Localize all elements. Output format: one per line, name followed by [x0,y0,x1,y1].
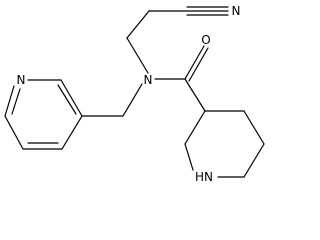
bond-n-ch2 [126,37,149,74]
bonds [4,6,265,178]
pyr-c6-c5 [4,115,24,150]
pip-n-c2 [184,143,194,171]
pyr-c3-c2-inner [57,84,77,115]
bond-ch2-ch2 [126,10,150,39]
pyr-n-c6 [4,85,15,117]
bond-n-benzyl [122,83,143,117]
bond-c-o-2 [188,47,209,82]
atom-label-nitrile-n: N [232,4,241,18]
bond-c-o-1 [184,45,205,80]
atom-label-piperidine-nh: HN [195,170,213,184]
atom-labels: N N N O HN [17,4,241,184]
bond-carbonyl-pip [184,78,206,112]
molecule-svg: N N N O HN [4,4,265,184]
molecule-structure-diagram: N N N O HN [4,4,265,184]
pip-c4-c5 [243,110,265,145]
pyr-n-c6-inner [11,88,21,115]
pip-c5-c6 [243,143,265,178]
atom-label-carbonyl-o: O [201,33,210,47]
atom-label-amide-n: N [144,73,153,87]
pyr-c4-c3 [61,115,83,150]
pip-c2-c3 [184,110,206,145]
pyr-c3-c2 [60,79,83,117]
atom-label-pyridine-n: N [17,73,26,87]
